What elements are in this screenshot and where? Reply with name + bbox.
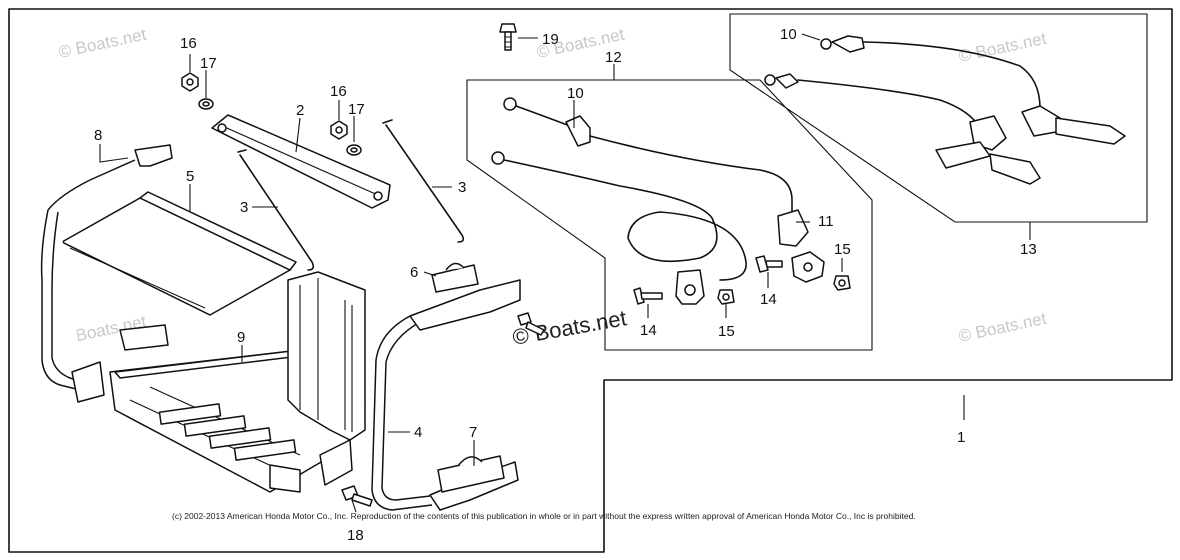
callout-3: 3: [458, 179, 466, 196]
callout-13: 13: [1020, 241, 1037, 258]
cable-set-frame: [466, 79, 873, 351]
copyright-notice: (c) 2002-2013 American Honda Motor Co., …: [172, 511, 916, 521]
bolt-19: [499, 23, 517, 51]
callout-14: 14: [760, 291, 777, 308]
callout-17: 17: [200, 55, 217, 72]
callout-10: 10: [780, 26, 797, 43]
callout-7: 7: [469, 424, 477, 441]
clamp-lower: [437, 455, 505, 493]
callout-4: 4: [414, 424, 422, 441]
callout-15: 15: [718, 323, 735, 340]
callout-3: 3: [240, 199, 248, 216]
callout-1: 1: [957, 429, 965, 446]
nut-15-left: [717, 289, 735, 305]
callout-12: 12: [605, 49, 622, 66]
battery-cable-negative: [491, 151, 747, 305]
callout-9: 9: [237, 329, 245, 346]
jumper-cable-upper: [820, 35, 1126, 145]
hold-down-bar-left: [40, 144, 173, 403]
callout-10: 10: [567, 85, 584, 102]
callout-18: 18: [347, 527, 364, 544]
callout-labels: 1 2 3 3 4 5 6 7 8 9 10 10 11 12 13 14 14…: [94, 26, 1037, 544]
clamp-upper: [431, 262, 479, 293]
battery-bracket-bar: [211, 114, 391, 209]
callout-6: 6: [410, 264, 418, 281]
callout-11: 11: [818, 213, 834, 230]
callout-16: 16: [180, 35, 197, 52]
callout-14: 14: [640, 322, 657, 339]
nut-16-right: [330, 120, 348, 140]
watermark-text: © Boats.net: [57, 25, 148, 62]
bolt-near-clamp: [517, 312, 545, 336]
bolt-18: [341, 485, 373, 507]
assembly-frame: [8, 8, 1173, 553]
jumper-cable-frame: [729, 13, 1148, 223]
leader-lines: [99, 33, 1031, 513]
nut-16-left: [181, 72, 199, 92]
hold-down-bar-right: [371, 279, 521, 511]
callout-16: 16: [330, 83, 347, 100]
callout-8: 8: [94, 127, 102, 144]
washer-17-right: [346, 144, 362, 156]
jumper-cable-lower: [764, 73, 1041, 185]
nut-15-right: [833, 275, 851, 291]
battery-tray: [109, 271, 366, 493]
callout-2: 2: [296, 102, 304, 119]
watermark-text: © Boats.net: [957, 309, 1048, 346]
tray-pad: [61, 191, 297, 316]
callout-17: 17: [348, 101, 365, 118]
callout-5: 5: [186, 168, 194, 185]
callout-15: 15: [834, 241, 851, 258]
callout-19: 19: [542, 31, 559, 48]
bolt-14-right: [755, 255, 783, 273]
washer-17-left: [198, 98, 214, 110]
hook-rod-left: [237, 149, 315, 271]
bolt-14-left: [633, 287, 663, 305]
battery-cable-positive: [503, 97, 825, 283]
hook-rod-right: [382, 119, 465, 243]
